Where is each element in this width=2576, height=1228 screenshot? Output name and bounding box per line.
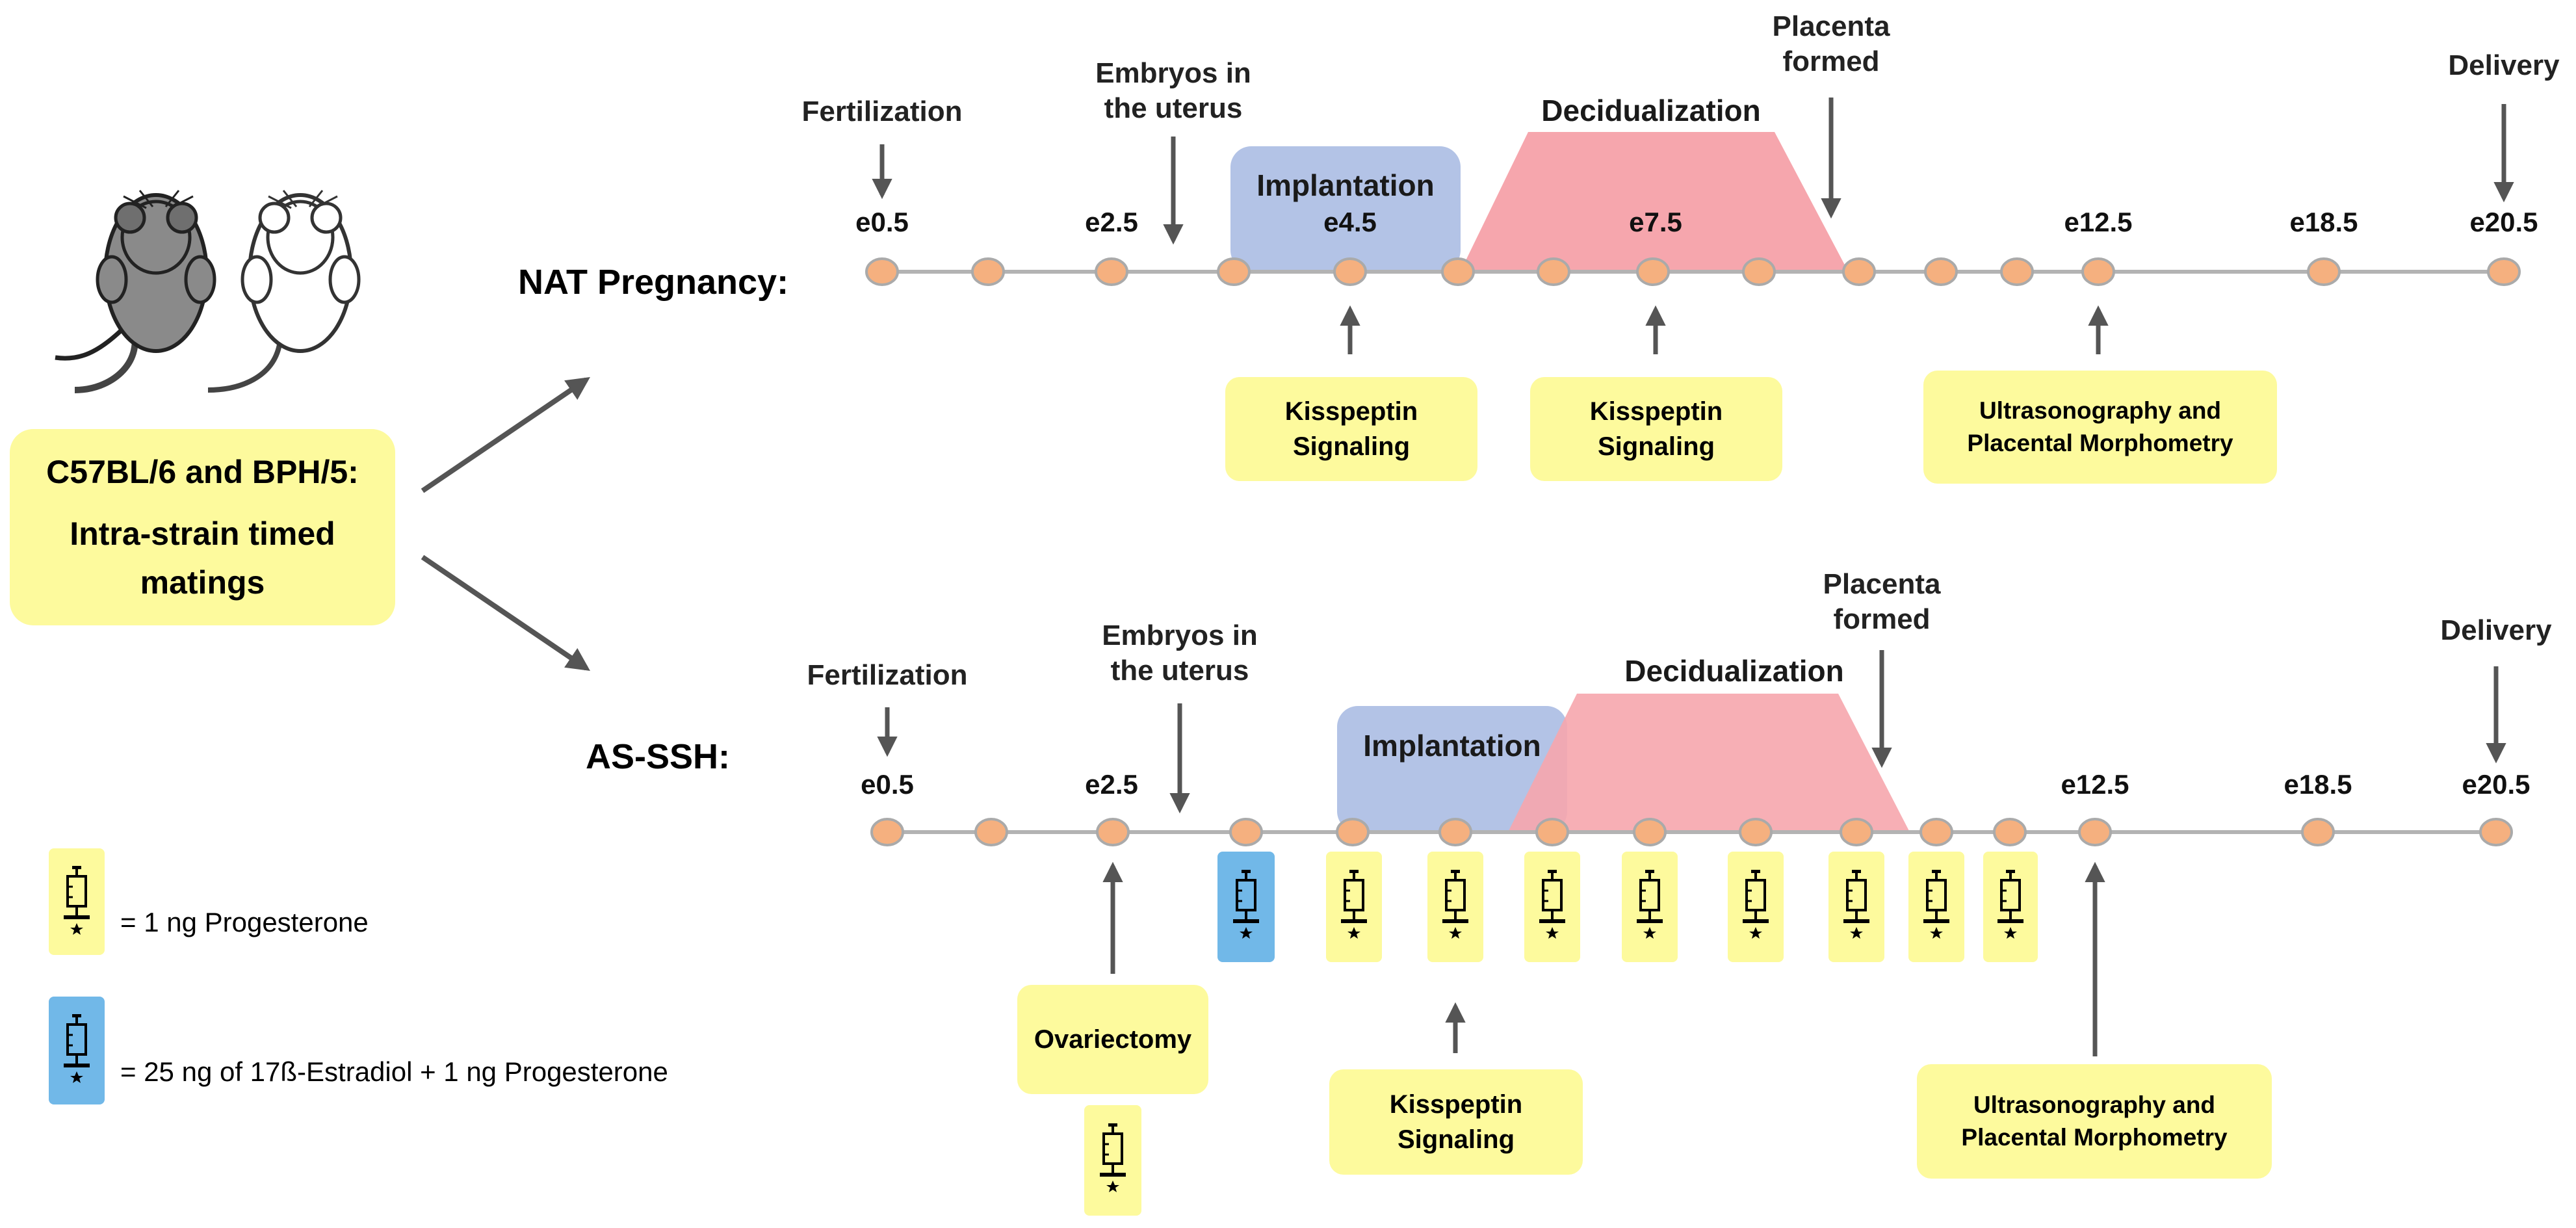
nat-placenta-line2: formed xyxy=(1782,45,1880,77)
strain-desc-line2: matings xyxy=(140,564,265,601)
nat-fertilization-label: Fertilization xyxy=(801,96,963,127)
nat-timepoint: e2.5 xyxy=(1085,207,1138,237)
syringe-icon xyxy=(1983,852,2038,962)
ssh-embryos-line1: Embryos in xyxy=(1102,620,1258,651)
ssh-decidualization-phase xyxy=(1508,694,1910,832)
ssh-track-label: AS-SSH: xyxy=(586,737,731,776)
nat-placenta-line1: Placenta xyxy=(1772,10,1890,42)
ssh-kiss-line2: Signaling xyxy=(1398,1125,1515,1154)
grey-mouse-icon xyxy=(55,190,216,393)
mouse-pair-icon xyxy=(55,190,361,393)
nat-kiss1-line2: Signaling xyxy=(1293,432,1410,461)
ssh-us-line2: Placental Morphometry xyxy=(1961,1124,2228,1151)
nat-track-label: NAT Pregnancy: xyxy=(518,263,789,302)
syringe-icon xyxy=(1427,852,1483,962)
ssh-embryos-label: Embryos in the uterus xyxy=(1076,618,1284,688)
nat-timepoint: e4.5 xyxy=(1323,207,1377,237)
ssh-ovariectomy-box: Ovariectomy xyxy=(1017,985,1208,1094)
nat-us-line2: Placental Morphometry xyxy=(1967,430,2233,456)
nat-embryos-line1: Embryos in xyxy=(1095,57,1251,89)
ssh-implantation-label: Implantation xyxy=(1363,729,1541,763)
nat-decidualization-phase xyxy=(1461,132,1848,271)
nat-kiss1-line1: Kisspeptin xyxy=(1284,397,1418,426)
white-mouse-icon xyxy=(207,190,361,393)
ssh-timepoint: e12.5 xyxy=(2061,769,2129,800)
ssh-nodes xyxy=(870,818,2513,846)
ssh-ultrasonography-box: Ultrasonography and Placental Morphometr… xyxy=(1917,1064,2272,1179)
syringe-icon xyxy=(1828,852,1884,962)
nat-embryos-label: Embryos in the uterus xyxy=(1069,56,1277,125)
syringe-icon xyxy=(1908,852,1964,962)
branch-arrow-nat xyxy=(421,376,590,493)
nat-timepoint: e18.5 xyxy=(2289,207,2358,237)
nat-timepoint: e0.5 xyxy=(855,207,909,237)
ssh-placenta-label: Placenta formed xyxy=(1778,567,1986,636)
nat-implantation-phase xyxy=(1230,146,1461,271)
nat-placenta-label: Placenta formed xyxy=(1727,9,1935,79)
nat-kiss2-line2: Signaling xyxy=(1598,432,1715,461)
ssh-implantation-phase xyxy=(1337,706,1567,832)
branch-arrow-ssh xyxy=(421,555,590,672)
strain-title: C57BL/6 and BPH/5: xyxy=(46,453,359,490)
ssh-us-line1: Ultrasonography and xyxy=(1973,1091,2216,1119)
injection-row xyxy=(1084,852,2038,1216)
legend-blue-syringe-icon xyxy=(49,997,105,1104)
legend-yellow-text: = 1 ng Progesterone xyxy=(120,907,369,937)
ssh-timepoint: e0.5 xyxy=(861,769,914,800)
strain-desc-line1: Intra-strain timed xyxy=(70,515,335,552)
ssh-embryos-line2: the uterus xyxy=(1110,654,1249,686)
ssh-placenta-line1: Placenta xyxy=(1823,568,1941,600)
nat-nodes xyxy=(865,257,2521,286)
ssh-kiss-line1: Kisspeptin xyxy=(1389,1090,1523,1119)
nat-decidualization-label: Decidualization xyxy=(1541,94,1761,127)
ssh-track xyxy=(870,650,2513,1216)
nat-kisspeptin-box-1: Kisspeptin Signaling xyxy=(1225,377,1477,481)
legend-yellow-syringe-icon xyxy=(49,848,105,955)
nat-timepoint: e12.5 xyxy=(2064,207,2133,237)
nat-delivery-label: Delivery xyxy=(2448,49,2560,81)
ssh-timepoint: e2.5 xyxy=(1085,769,1138,800)
nat-kiss2-line1: Kisspeptin xyxy=(1589,397,1723,426)
ssh-decidualization-label: Decidualization xyxy=(1624,654,1844,688)
ssh-kisspeptin-box: Kisspeptin Signaling xyxy=(1329,1069,1583,1175)
syringe-icon xyxy=(1217,852,1275,962)
nat-kisspeptin-box-2: Kisspeptin Signaling xyxy=(1530,377,1782,481)
nat-ultrasonography-box: Ultrasonography and Placental Morphometr… xyxy=(1923,371,2277,484)
legend-blue-text: = 25 ng of 17ß-Estradiol + 1 ng Progeste… xyxy=(120,1056,668,1087)
syringe-icon xyxy=(1084,1105,1141,1216)
strain-box: C57BL/6 and BPH/5: Intra-strain timed ma… xyxy=(10,429,395,625)
nat-implantation-label: Implantation xyxy=(1256,168,1435,202)
ssh-placenta-line2: formed xyxy=(1833,603,1931,635)
ssh-fertilization-label: Fertilization xyxy=(807,659,968,691)
syringe-icon xyxy=(1524,852,1580,962)
syringe-icon xyxy=(1728,852,1784,962)
nat-timepoint: e20.5 xyxy=(2469,207,2538,237)
nat-embryos-line2: the uterus xyxy=(1104,92,1243,124)
nat-us-line1: Ultrasonography and xyxy=(1979,397,2222,425)
syringe-icon xyxy=(1622,852,1678,962)
ssh-delivery-label: Delivery xyxy=(2440,614,2552,646)
nat-timepoint: e7.5 xyxy=(1629,207,1682,237)
nat-track xyxy=(865,98,2521,354)
ssh-timepoint: e20.5 xyxy=(2462,769,2530,800)
syringe-icon xyxy=(1326,852,1382,962)
ssh-timepoint: e18.5 xyxy=(2283,769,2352,800)
